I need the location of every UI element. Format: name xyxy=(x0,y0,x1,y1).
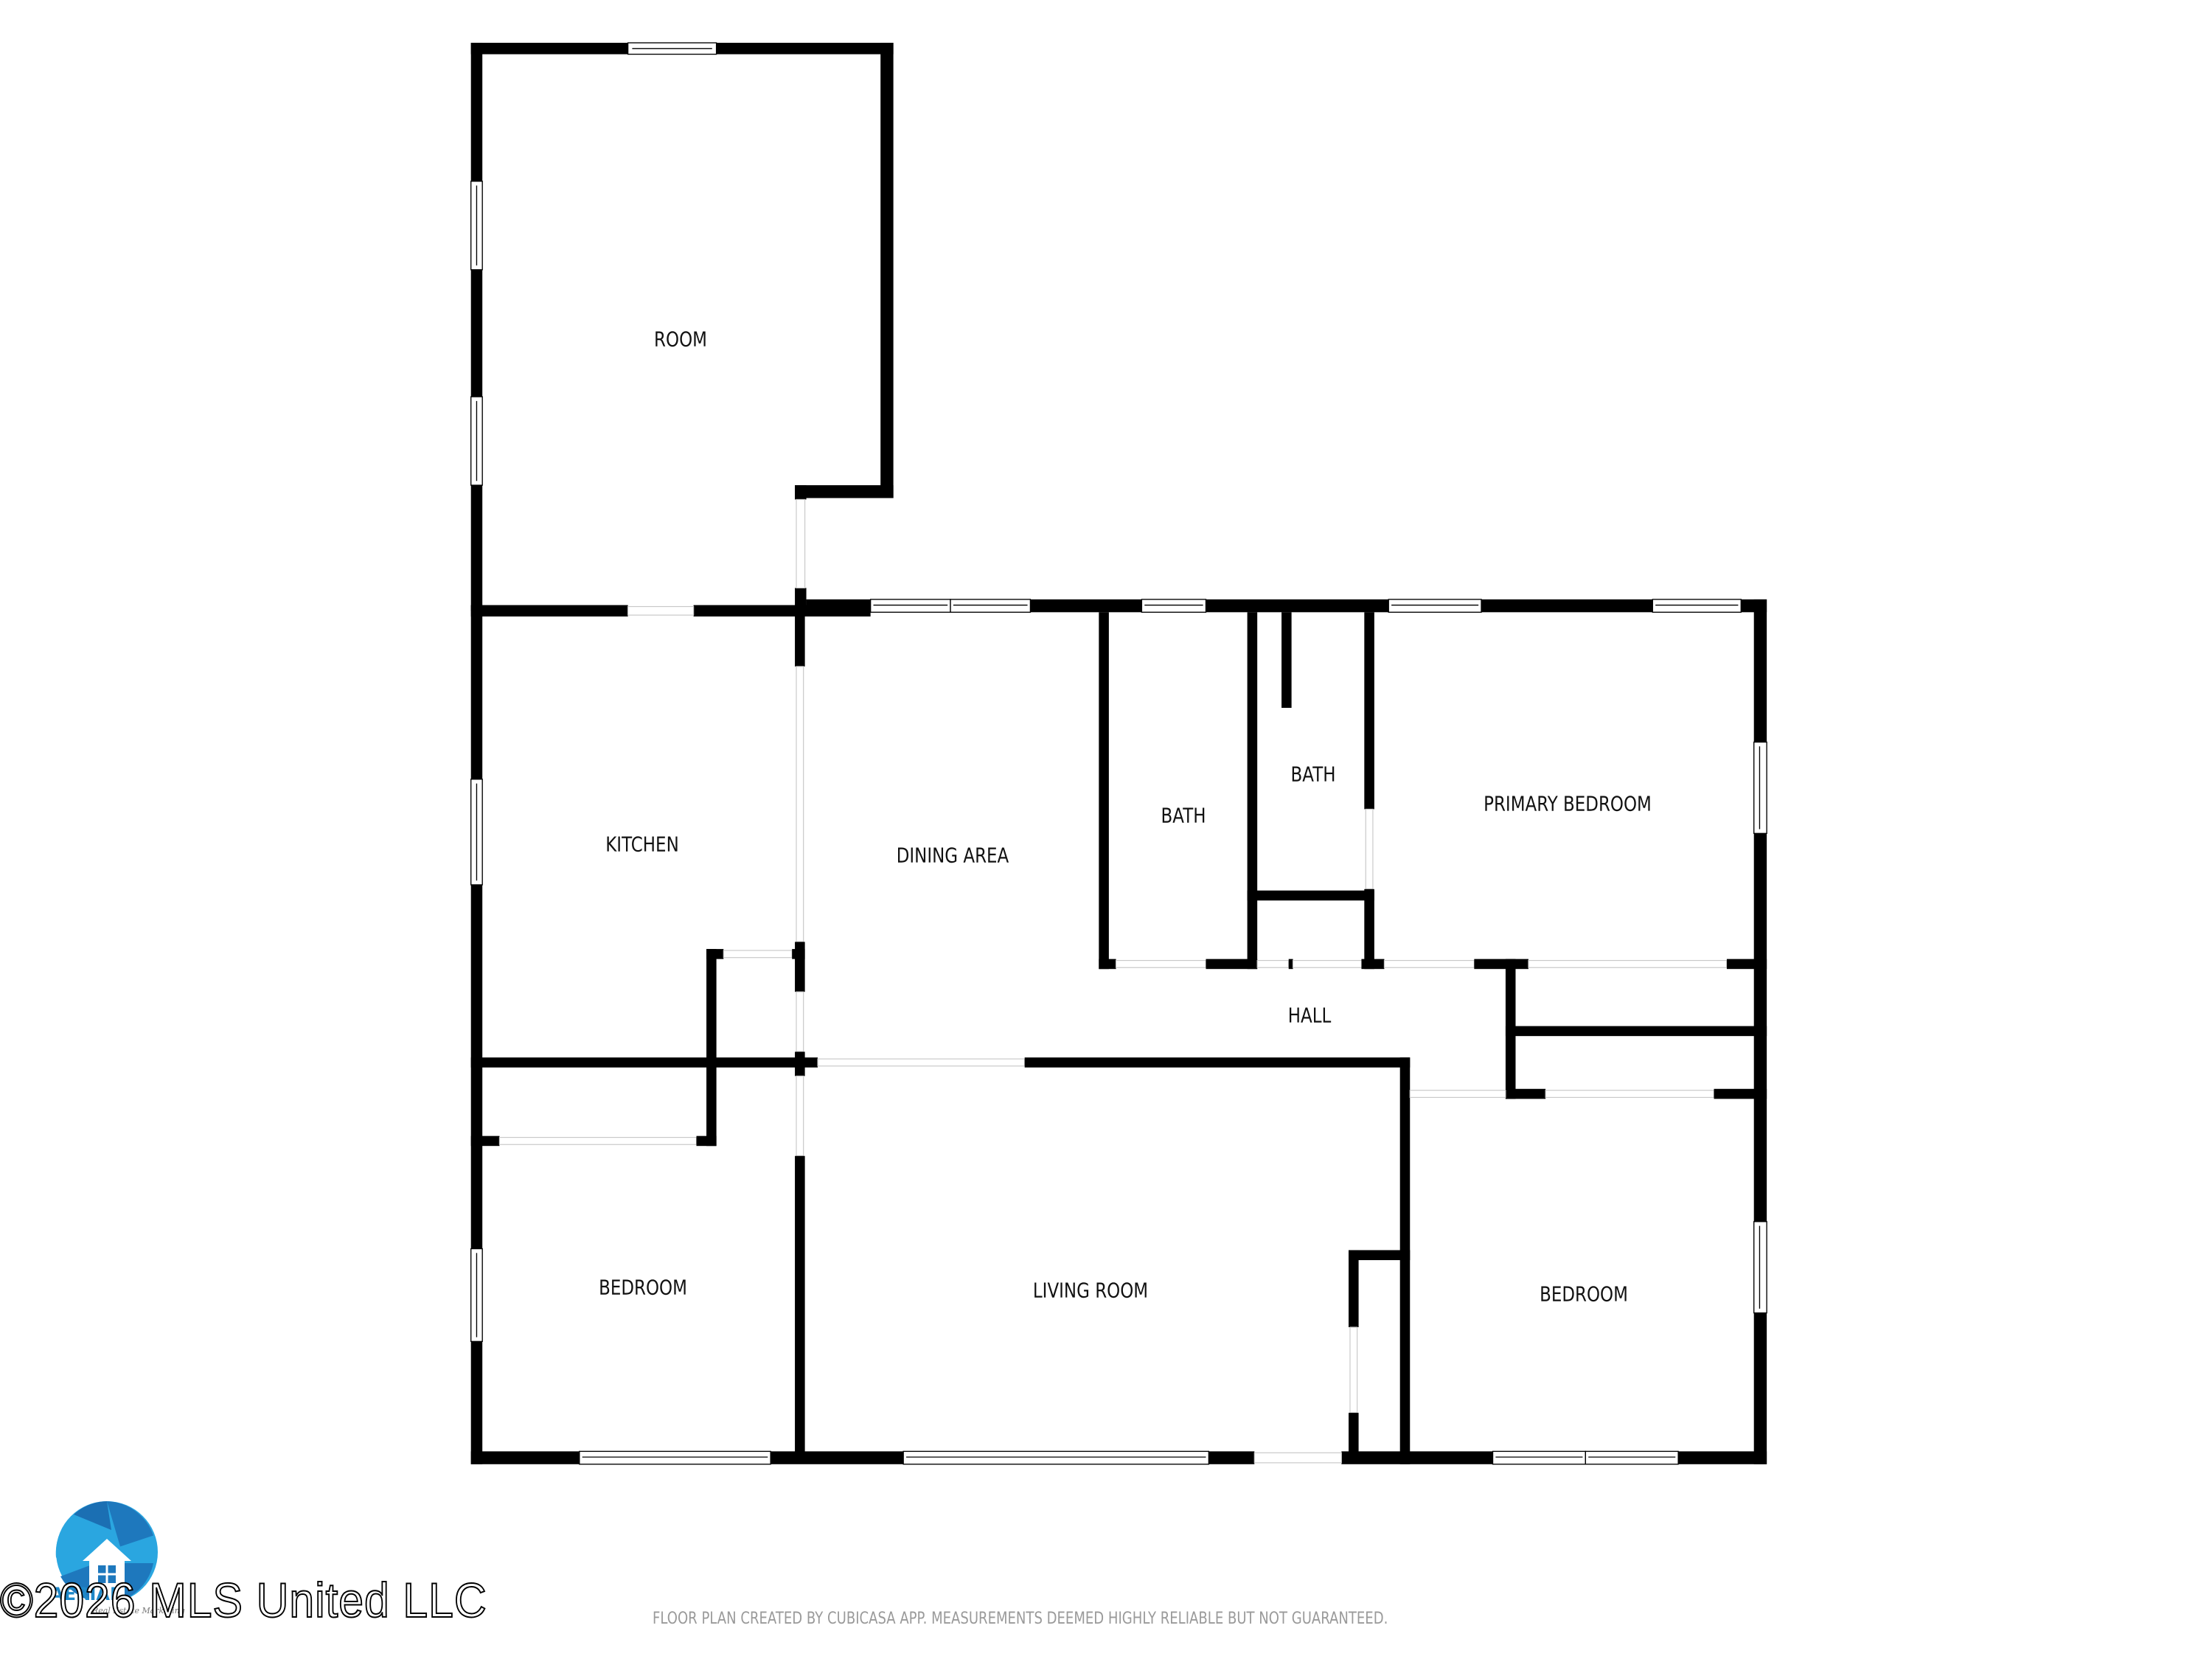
windows-outer xyxy=(470,599,1767,1465)
room-label-bath: BATH xyxy=(1161,803,1206,828)
room-label-living-room: LIVING ROOM xyxy=(1032,1278,1149,1303)
room-label-room: ROOM xyxy=(654,327,707,352)
room-label-bath-2: BATH xyxy=(1290,762,1336,787)
room-label-hall: HALL xyxy=(1287,1003,1332,1028)
room-label-kitchen: KITCHEN xyxy=(605,832,679,857)
copyright-watermark: ©2026 MLS United LLC xyxy=(0,1572,487,1628)
walls-outer xyxy=(470,599,1767,1464)
logo-tagline: Real Estate Marketing xyxy=(92,1606,185,1615)
walls-interior xyxy=(470,605,1767,1464)
room-label-dining-area: DINING AREA xyxy=(896,843,1009,868)
floor-plan-disclaimer: FLOOR PLAN CREATED BY CUBICASA APP. MEAS… xyxy=(653,1610,1388,1628)
room-label-bedroom-2: BEDROOM xyxy=(1540,1281,1628,1307)
logo-brand-text: AERIAL xyxy=(50,1584,122,1604)
windows-room xyxy=(470,42,806,589)
house-aperture-logo-icon xyxy=(55,1501,158,1603)
room-label-bedroom: BEDROOM xyxy=(599,1275,687,1300)
room-label-primary-bedroom: PRIMARY BEDROOM xyxy=(1484,791,1652,816)
